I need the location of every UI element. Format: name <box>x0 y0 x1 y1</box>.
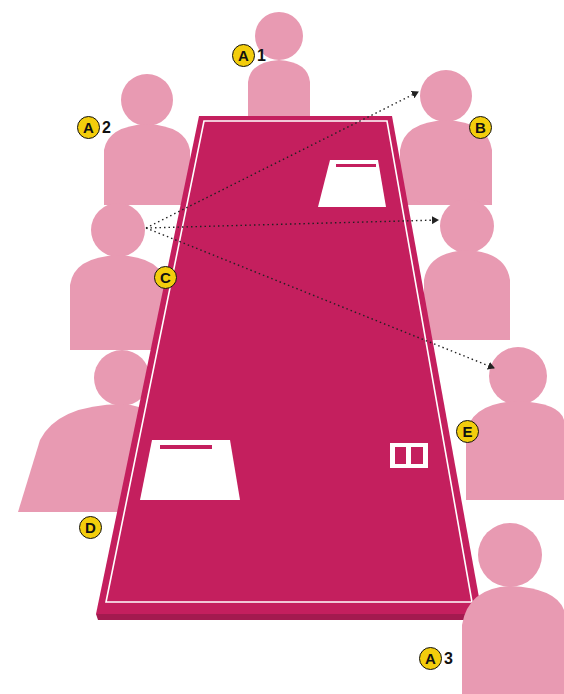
callout-letter: E <box>462 424 472 439</box>
person-silhouette <box>70 203 166 350</box>
paper <box>318 160 386 207</box>
callout-number: 2 <box>102 120 111 136</box>
gaze-arrow <box>146 220 438 228</box>
callout-badge: A3 <box>419 647 442 670</box>
callout-badge: E <box>456 420 479 443</box>
callout-letter: A <box>425 651 436 666</box>
book <box>390 443 428 468</box>
callout-badge: B <box>469 116 492 139</box>
callout-badge: C <box>154 266 177 289</box>
callout-letter: A <box>238 48 249 63</box>
callout-letter: C <box>160 270 171 285</box>
person-silhouette <box>400 70 492 205</box>
book-page <box>395 447 406 464</box>
callout-letter: B <box>475 120 486 135</box>
callout-letter: D <box>85 520 96 535</box>
person-silhouette <box>248 12 310 118</box>
gaze-arrows <box>146 92 494 368</box>
callout-badge: D <box>79 516 102 539</box>
callout-badge: A2 <box>77 116 100 139</box>
callout-number: 1 <box>257 48 266 64</box>
meeting-table <box>96 116 482 620</box>
callout-letter: A <box>83 120 94 135</box>
gaze-arrow <box>146 228 494 368</box>
paper <box>140 440 240 500</box>
person-silhouette <box>466 347 564 500</box>
paper-fold <box>336 164 376 167</box>
paper-fold <box>160 445 212 449</box>
table-edge-line <box>106 121 472 602</box>
person-silhouette <box>462 523 564 694</box>
table-edge <box>96 614 482 620</box>
gaze-arrow <box>146 92 418 228</box>
person-silhouette <box>104 74 190 205</box>
book-page <box>411 447 423 464</box>
table-top <box>96 116 482 614</box>
callout-badge: A1 <box>232 44 255 67</box>
person-silhouette <box>424 199 510 340</box>
callout-number: 3 <box>444 651 453 667</box>
